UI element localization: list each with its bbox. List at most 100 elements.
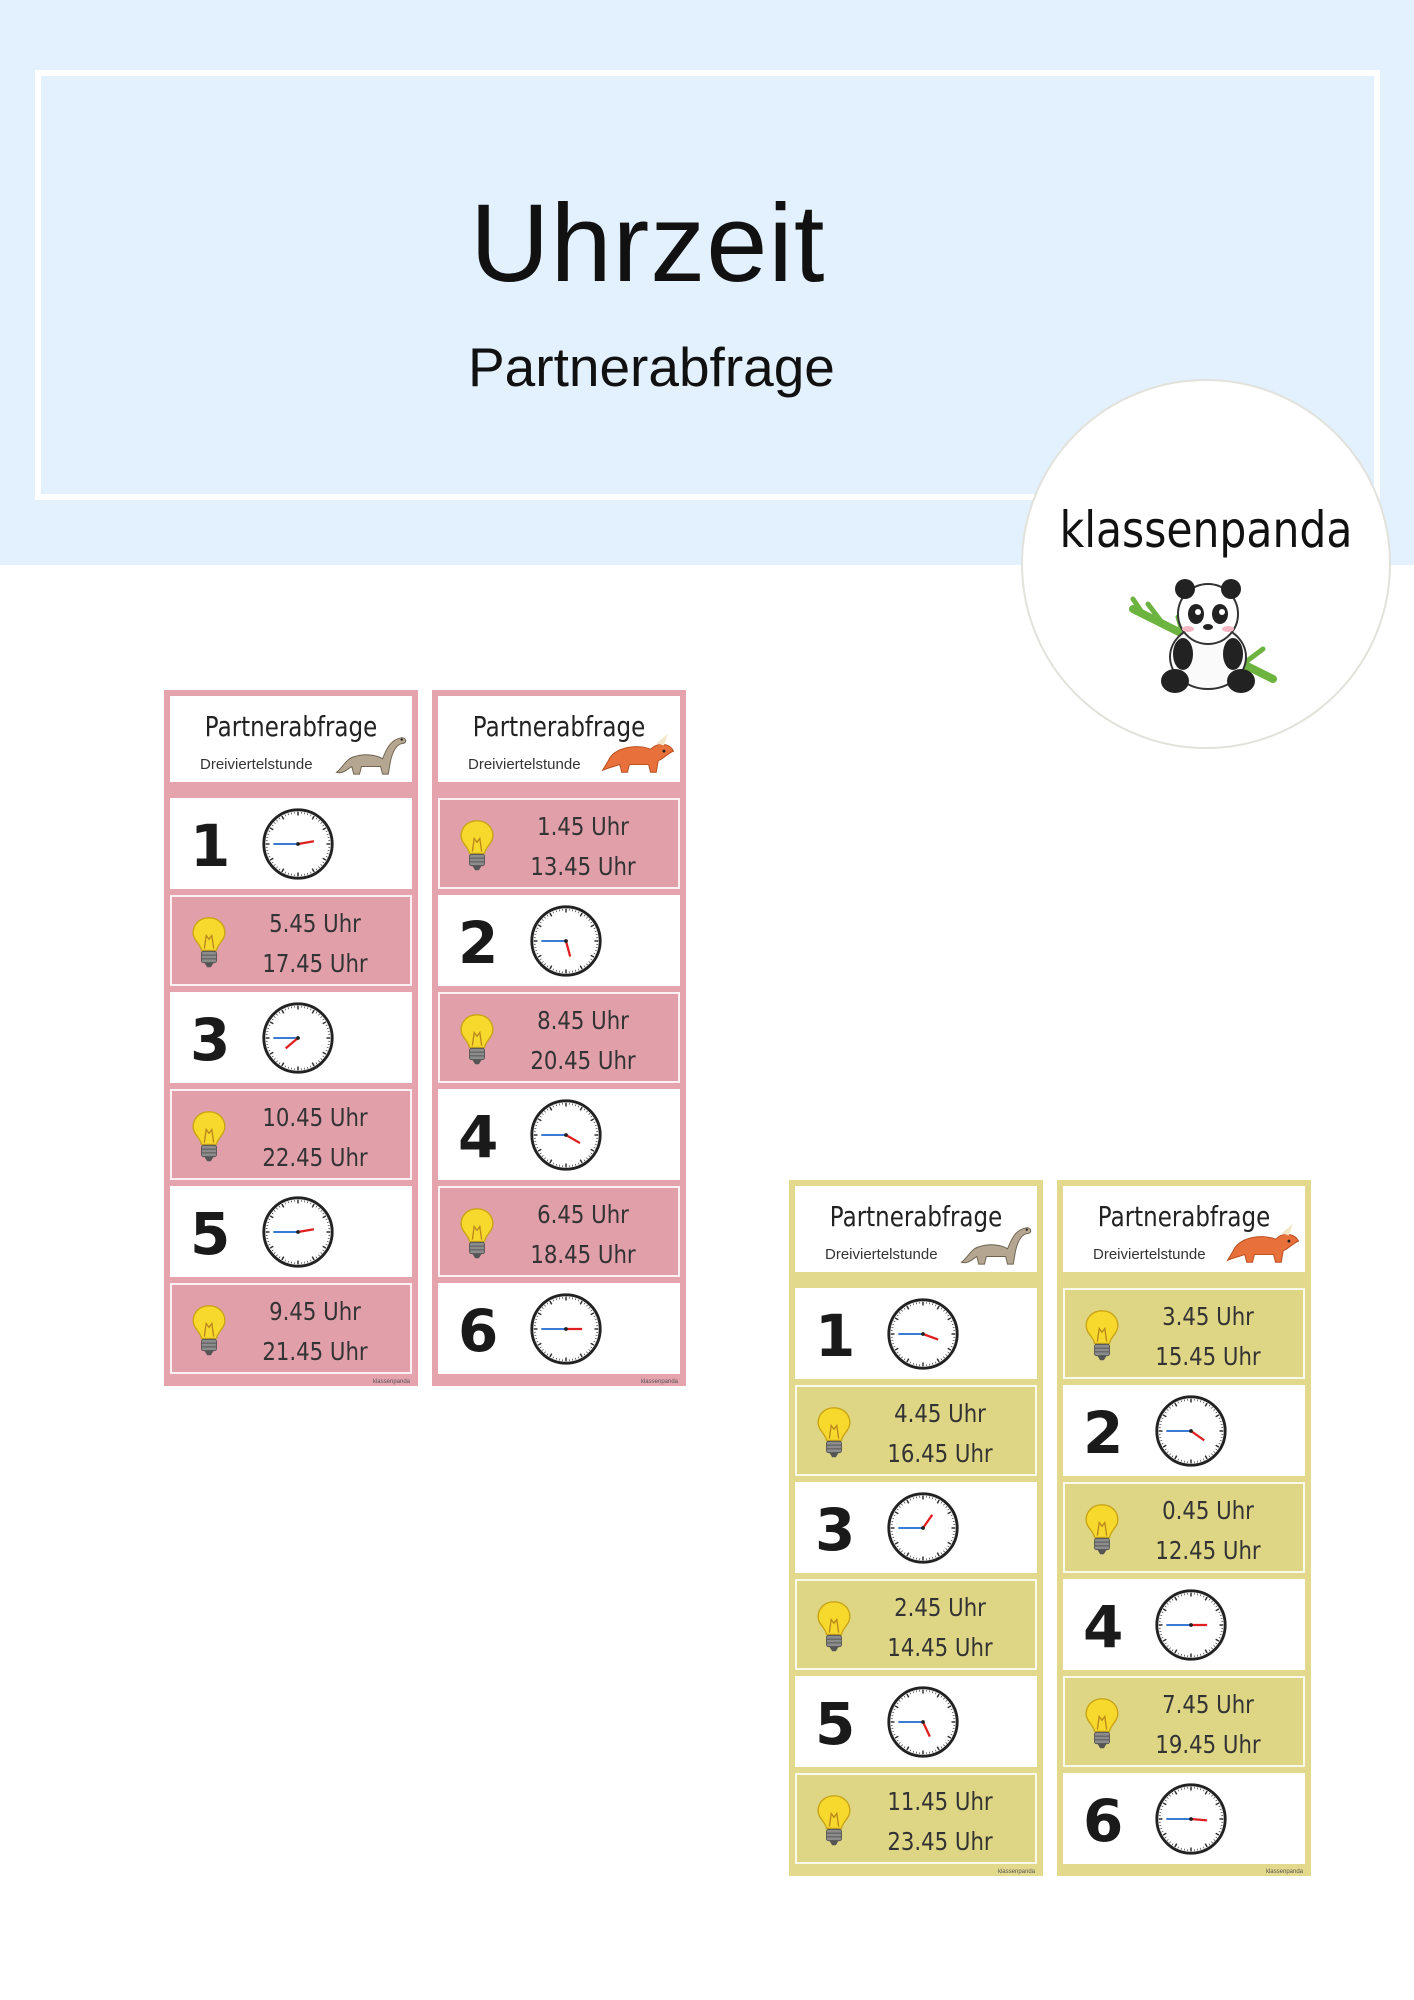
title-frame — [35, 70, 1380, 500]
lightbulb-icon — [817, 1601, 851, 1652]
card-heading: Partnerabfrage — [829, 1200, 1003, 1233]
answer-time: 7.45 Uhr — [1162, 1690, 1254, 1719]
clock-icon — [530, 905, 602, 977]
card-heading: Partnerabfrage — [1097, 1200, 1271, 1233]
card-subheading: Dreiviertelstunde — [468, 756, 581, 773]
question-card: 6 — [1063, 1773, 1305, 1864]
question-card: 5 — [795, 1676, 1037, 1767]
question-card: 2 — [438, 895, 680, 986]
answer-time: 1.45 Uhr — [537, 812, 629, 841]
question-number: 5 — [190, 1200, 231, 1268]
hour-hand — [1190, 1430, 1205, 1442]
answer-card: 5.45 Uhr 17.45 Uhr — [170, 895, 412, 986]
card-subheading: Dreiviertelstunde — [200, 756, 313, 773]
answer-time-24h: 22.45 Uhr — [262, 1143, 368, 1172]
answer-card: 11.45 Uhr 23.45 Uhr — [795, 1773, 1037, 1864]
question-number: 2 — [1083, 1399, 1124, 1467]
lightbulb-icon — [460, 1208, 494, 1259]
hour-hand — [297, 1228, 315, 1234]
card-subheading: Dreiviertelstunde — [1093, 1246, 1206, 1263]
lightbulb-icon — [192, 1305, 226, 1356]
answer-card: 3.45 Uhr 15.45 Uhr — [1063, 1288, 1305, 1379]
question-card: 1 — [795, 1288, 1037, 1379]
hour-hand — [564, 940, 572, 957]
answer-time: 11.45 Uhr — [887, 1787, 993, 1816]
answer-time-24h: 13.45 Uhr — [530, 852, 636, 881]
answer-time: 3.45 Uhr — [1162, 1302, 1254, 1331]
answer-time-24h: 21.45 Uhr — [262, 1337, 368, 1366]
page-subtitle: Partnerabfrage — [468, 336, 835, 398]
brand-badge: klassenpanda — [1021, 379, 1391, 749]
hour-hand — [1190, 1817, 1208, 1822]
answer-time: 0.45 Uhr — [1162, 1496, 1254, 1525]
answer-card: 2.45 Uhr 14.45 Uhr — [795, 1579, 1037, 1670]
hour-hand — [922, 1514, 934, 1529]
clock-icon — [887, 1298, 959, 1370]
question-card: 3 — [170, 992, 412, 1083]
clock-icon — [1155, 1783, 1227, 1855]
lightbulb-icon — [1085, 1698, 1119, 1749]
hour-hand — [565, 1134, 581, 1145]
lightbulb-icon — [192, 1111, 226, 1162]
answer-card: 4.45 Uhr 16.45 Uhr — [795, 1385, 1037, 1476]
answer-time-24h: 19.45 Uhr — [1155, 1730, 1261, 1759]
question-number: 1 — [815, 1302, 856, 1370]
clock-icon — [262, 1002, 334, 1074]
card-subheading: Dreiviertelstunde — [825, 1246, 938, 1263]
clock-icon — [262, 1196, 334, 1268]
brand-name: klassenpanda — [1059, 501, 1353, 559]
question-number: 1 — [190, 812, 231, 880]
lightbulb-icon — [460, 820, 494, 871]
lightbulb-icon — [1085, 1310, 1119, 1361]
question-number: 5 — [815, 1690, 856, 1758]
hour-hand — [284, 1037, 299, 1050]
question-number: 4 — [1083, 1593, 1124, 1661]
question-number: 3 — [815, 1496, 856, 1564]
answer-time-24h: 14.45 Uhr — [887, 1633, 993, 1662]
question-number: 3 — [190, 1006, 231, 1074]
question-card: 6 — [438, 1283, 680, 1374]
answer-time: 4.45 Uhr — [894, 1399, 986, 1428]
answer-card: 10.45 Uhr 22.45 Uhr — [170, 1089, 412, 1180]
answer-card: 1.45 Uhr 13.45 Uhr — [438, 798, 680, 889]
answer-time: 5.45 Uhr — [269, 909, 361, 938]
answer-time-24h: 23.45 Uhr — [887, 1827, 993, 1856]
answer-card: 7.45 Uhr 19.45 Uhr — [1063, 1676, 1305, 1767]
clock-icon — [530, 1293, 602, 1365]
clock-icon — [887, 1492, 959, 1564]
brachiosaurus-icon — [960, 1227, 1032, 1265]
hour-hand — [297, 840, 315, 846]
answer-time: 10.45 Uhr — [262, 1103, 368, 1132]
clock-icon — [1155, 1395, 1227, 1467]
lightbulb-icon — [1085, 1504, 1119, 1555]
answer-time-24h: 17.45 Uhr — [262, 949, 368, 978]
lightbulb-icon — [817, 1407, 851, 1458]
triceratops-icon — [1226, 1223, 1300, 1263]
question-number: 4 — [458, 1103, 499, 1171]
card-footer: klassenpanda — [372, 1379, 410, 1385]
answer-time: 2.45 Uhr — [894, 1593, 986, 1622]
page-title: Uhrzeit — [470, 182, 826, 305]
card-footer: klassenpanda — [640, 1379, 678, 1385]
question-card: 5 — [170, 1186, 412, 1277]
card-footer: klassenpanda — [1265, 1869, 1303, 1875]
answer-time-24h: 15.45 Uhr — [1155, 1342, 1261, 1371]
answer-time: 6.45 Uhr — [537, 1200, 629, 1229]
clock-icon — [262, 808, 334, 880]
answer-time: 8.45 Uhr — [537, 1006, 629, 1035]
clock-icon — [530, 1099, 602, 1171]
lightbulb-icon — [192, 917, 226, 968]
question-card: 2 — [1063, 1385, 1305, 1476]
question-number: 6 — [1083, 1787, 1124, 1855]
answer-time-24h: 16.45 Uhr — [887, 1439, 993, 1468]
